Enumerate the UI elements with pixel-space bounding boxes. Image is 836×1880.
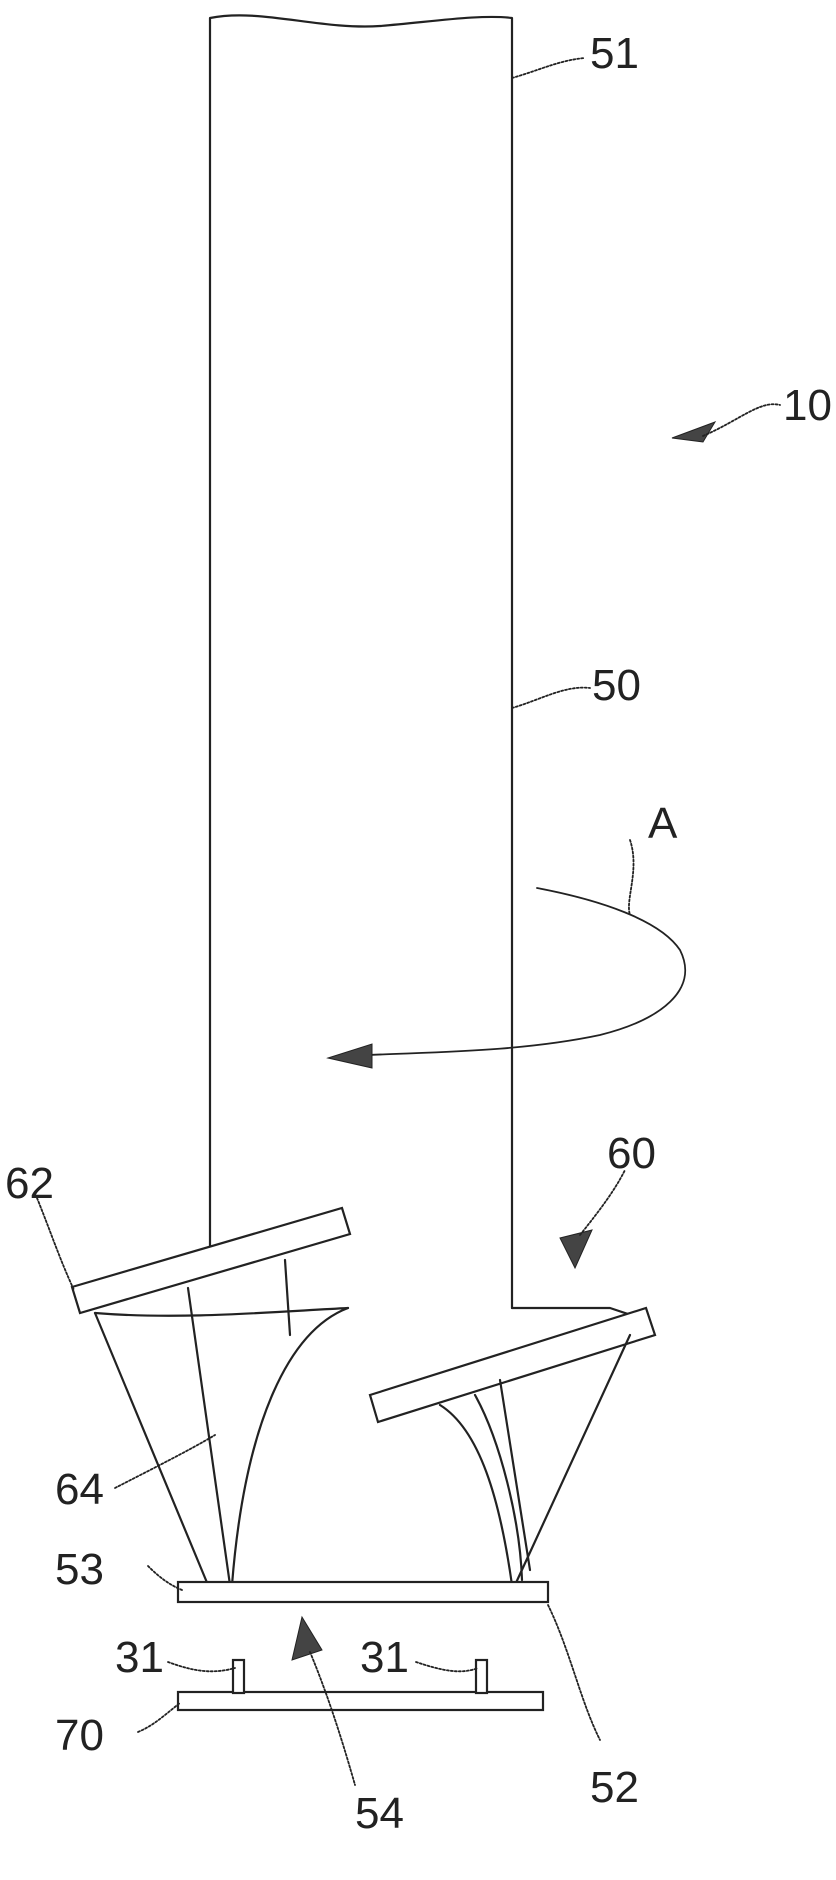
- platform: [176, 1580, 550, 1604]
- label-rotation: A: [648, 799, 678, 848]
- leader-lines: [36, 57, 635, 1741]
- label-root-plate: 62: [5, 1159, 54, 1208]
- label-assembly: 10: [783, 381, 832, 430]
- rotation-arrow: [326, 887, 687, 1069]
- label-platform-left: 53: [55, 1545, 104, 1594]
- arrow-gap: [291, 1615, 356, 1786]
- label-root-body: 64: [55, 1465, 104, 1514]
- label-root-assembly: 60: [607, 1129, 656, 1178]
- label-blade-tip: 51: [590, 29, 639, 78]
- arrow-assembly: [671, 403, 781, 443]
- blade: [208, 14, 642, 1320]
- label-base: 70: [55, 1711, 104, 1760]
- label-platform-right: 52: [590, 1763, 639, 1812]
- root-body-right: [438, 1333, 632, 1587]
- root-plate-left: [70, 1206, 352, 1315]
- label-pin-left: 31: [115, 1633, 164, 1682]
- reference-labels: 51 10 50 A 60 62 64 53 31 31 70 54 52: [5, 29, 832, 1838]
- arrow-root-assembly: [559, 1169, 626, 1270]
- pin-left: [231, 1658, 246, 1695]
- label-gap: 54: [355, 1789, 404, 1838]
- pin-right: [474, 1658, 489, 1695]
- label-pin-right: 31: [360, 1633, 409, 1682]
- label-blade: 50: [592, 661, 641, 710]
- root-body-left: [93, 1258, 350, 1587]
- root-plate-right: [368, 1306, 657, 1424]
- base: [176, 1658, 545, 1712]
